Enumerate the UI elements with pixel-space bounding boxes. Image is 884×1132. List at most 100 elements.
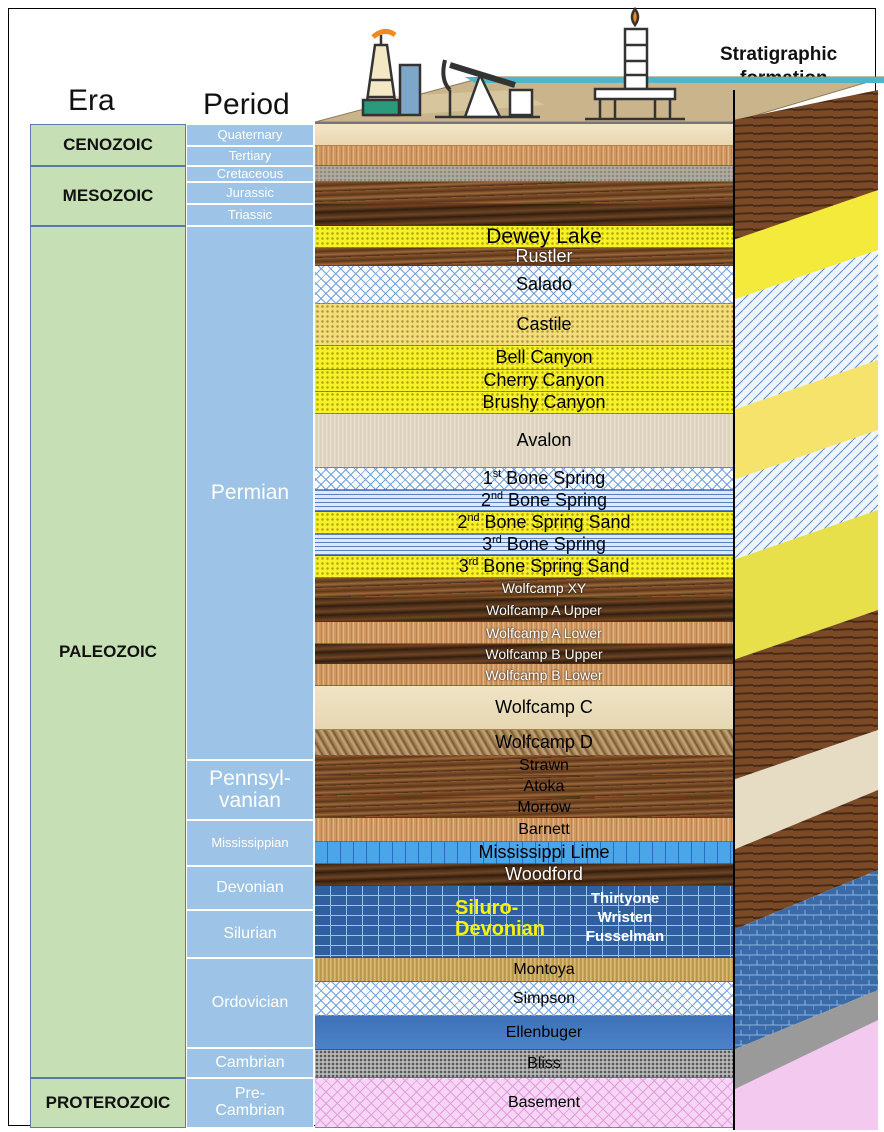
formation-bell-canyon: Bell Canyon: [315, 346, 733, 370]
period-precambrian: Pre- Cambrian: [186, 1078, 314, 1128]
layer-quaternary: [315, 124, 733, 146]
formation-atoka: Atoka: [315, 776, 733, 798]
formation-barnett-label: Barnett: [518, 820, 570, 838]
formation-cherry-canyon-label: Cherry Canyon: [483, 370, 605, 390]
formation-avalon: Avalon: [315, 414, 733, 468]
formation-wolfcamp-b-lower: Wolfcamp B Lower: [315, 664, 733, 686]
surface-and-icons: [315, 6, 884, 125]
formation-wolfcamp-xy: Wolfcamp XY: [315, 578, 733, 598]
block-top-edge: [315, 122, 733, 124]
period-pennsylvanian-line2: vanian: [219, 789, 281, 812]
period-pennsylvanian-line1: Pennsyl-: [209, 766, 291, 790]
formation-1st-bone-spring: 1st Bone Spring: [315, 468, 733, 490]
layer-triassic: [315, 204, 733, 226]
formation-bliss-label: Bliss: [527, 1054, 561, 1072]
formation-2nd-bone-spring-sand: 2nd Bone Spring Sand: [315, 512, 733, 534]
formation-basement: Basement: [315, 1078, 733, 1128]
formation-2nd-bone-spring: 2nd Bone Spring: [315, 490, 733, 512]
period-devonian: Devonian: [186, 866, 314, 910]
formation-wolfcamp-a-lower: Wolfcamp A Lower: [315, 622, 733, 644]
period-cambrian: Cambrian: [186, 1048, 314, 1078]
formation-dewey-lake-label: Dewey Lake: [486, 224, 602, 248]
formation-bliss: Bliss: [315, 1050, 733, 1078]
siluro-line2: Devonian: [455, 918, 546, 940]
formation-simpson-label: Simpson: [512, 989, 576, 1007]
formation-wolfcamp-b-upper: Wolfcamp B Upper: [315, 644, 733, 664]
era-proterozoic: PROTEROZOIC: [30, 1078, 186, 1128]
formation-wolfcamp-b-upper-label: Wolfcamp B Upper: [485, 645, 603, 662]
unit-fusselman: Fusselman: [585, 927, 665, 945]
formation-cherry-canyon: Cherry Canyon: [315, 370, 733, 392]
layer-tertiary: [315, 146, 733, 166]
formation-3rd-bone-spring-sand-label: 3rd Bone Spring Sand: [458, 556, 630, 576]
formation-wolfcamp-a-upper-label: Wolfcamp A Upper: [486, 601, 602, 618]
formation-3rd-bone-spring: 3rd Bone Spring: [315, 534, 733, 556]
era-cenozoic: CENOZOIC: [30, 124, 186, 166]
period-jurassic: Jurassic: [186, 182, 314, 204]
formation-bell-canyon-label: Bell Canyon: [495, 347, 593, 367]
formation-2nd-bone-spring-sand-label: 2nd Bone Spring Sand: [457, 512, 631, 532]
formation-ellenbuger-label: Ellenbuger: [505, 1023, 583, 1041]
oil-derrick-icon: [361, 29, 422, 117]
era-paleozoic: PALEOZOIC: [30, 226, 186, 1078]
unit-wristen: Wristen: [597, 908, 653, 926]
formation-rustler: Rustler: [315, 246, 733, 266]
period-silurian: Silurian: [186, 910, 314, 958]
formation-salado-label: Salado: [515, 274, 573, 294]
formation-3rd-bone-spring-sand: 3rd Bone Spring Sand: [315, 556, 733, 578]
formation-wolfcamp-a-upper: Wolfcamp A Upper: [315, 598, 733, 622]
formation-wolfcamp-d: Wolfcamp D: [315, 730, 733, 756]
formation-castile: Castile: [315, 304, 733, 346]
formation-ellenbuger: Ellenbuger: [315, 1016, 733, 1050]
formation-castile-label: Castile: [516, 314, 572, 334]
pump-jack-icon: [435, 59, 540, 119]
formation-morrow: Morrow: [315, 798, 733, 818]
period-precambrian-line1: Pre-: [234, 1085, 266, 1103]
formation-mississippi-lime-label: Mississippi Lime: [478, 842, 610, 862]
formation-wolfcamp-c: Wolfcamp C: [315, 686, 733, 730]
formation-wolfcamp-b-lower-label: Wolfcamp B Lower: [485, 666, 603, 683]
formation-strawn-label: Strawn: [519, 756, 569, 774]
formation-3rd-bone-spring-label: 3rd Bone Spring: [482, 534, 606, 554]
period-tertiary: Tertiary: [186, 146, 314, 166]
formation-dewey-lake: Dewey Lake: [315, 224, 733, 248]
period-ordovician: Ordovician: [186, 958, 314, 1048]
layer-cretaceous: [315, 166, 733, 182]
period-precambrian-line2: Cambrian: [215, 1102, 285, 1119]
formation-woodford: Woodford: [315, 864, 733, 886]
siluro-devonian-units: Thirtyone Wristen Fusselman: [580, 890, 670, 946]
siluro-devonian-label: Siluro- Devonian: [455, 898, 545, 940]
formation-woodford-label: Woodford: [505, 864, 583, 884]
formation-rustler-label: Rustler: [515, 246, 573, 266]
period-quaternary: Quaternary: [186, 124, 314, 146]
formation-basement-label: Basement: [507, 1093, 581, 1111]
formation-salado: Salado: [315, 266, 733, 304]
formation-atoka-label: Atoka: [523, 777, 565, 795]
period-triassic: Triassic: [186, 204, 314, 226]
formation-barnett: Barnett: [315, 818, 733, 842]
formation-mississippi-lime: Mississippi Lime: [315, 842, 733, 864]
period-permian: Permian: [186, 226, 314, 760]
formation-montoya-label: Montoya: [513, 960, 575, 978]
period-header: Period: [203, 88, 290, 121]
siluro-line1: Siluro-: [455, 897, 519, 919]
formation-strawn: Strawn: [315, 756, 733, 776]
formation-2nd-bone-spring-label: 2nd Bone Spring: [480, 490, 608, 510]
formation-1st-bone-spring-label: 1st Bone Spring: [482, 468, 606, 488]
stratigraphic-header-line1: Stratigraphic: [720, 44, 838, 65]
formation-wolfcamp-d-label: Wolfcamp D: [495, 732, 593, 752]
formation-wolfcamp-xy-label: Wolfcamp XY: [501, 579, 587, 596]
layer-31: [315, 886, 733, 958]
era-mesozoic: MESOZOIC: [30, 166, 186, 226]
formation-wolfcamp-c-label: Wolfcamp C: [495, 697, 593, 717]
formation-montoya: Montoya: [315, 958, 733, 982]
formation-avalon-label: Avalon: [516, 430, 572, 450]
layer-jurassic: [315, 182, 733, 204]
formation-brushy-canyon: Brushy Canyon: [315, 392, 733, 414]
formation-brushy-canyon-label: Brushy Canyon: [482, 392, 606, 412]
period-cretaceous: Cretaceous: [186, 166, 314, 182]
drilling-rig-icon: [585, 6, 685, 121]
period-pennsylvanian: Pennsyl- vanian: [186, 760, 314, 820]
formation-simpson: Simpson: [315, 982, 733, 1016]
formation-wolfcamp-a-lower-label: Wolfcamp A Lower: [486, 624, 602, 641]
